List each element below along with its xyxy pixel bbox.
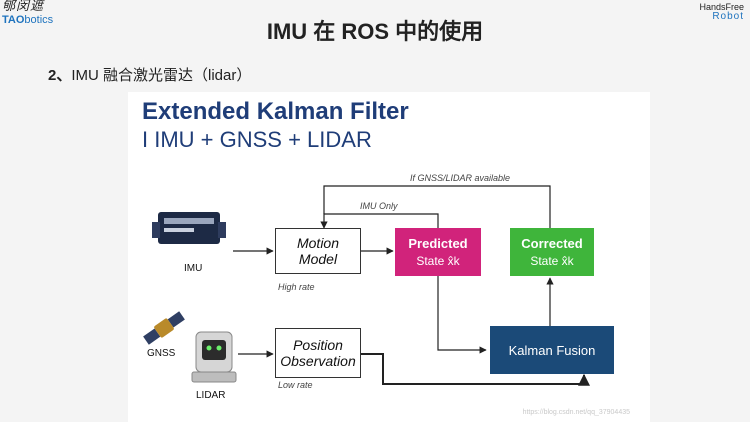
logo-chinese-text: 郇闵遮 — [2, 0, 45, 14]
diagram-subtitle: I IMU + GNSS + LIDAR — [142, 127, 372, 152]
kalman-fusion-label: Kalman Fusion — [508, 342, 596, 358]
section-text: IMU 融合激光雷达（lidar） — [71, 67, 252, 84]
position-observation-box: Position Observation — [275, 328, 361, 378]
position-observation-line2: Observation — [280, 353, 356, 369]
diagram-connectors — [143, 185, 590, 386]
handsfree-logo: HandsFree Robot — [699, 2, 744, 22]
predicted-state-heading: Predicted — [408, 236, 468, 251]
lidar-label: LIDAR — [196, 390, 226, 401]
section-number: 2、 — [48, 67, 72, 84]
predicted-state-sub: State x̂k — [416, 254, 460, 268]
gnss-satellite-icon — [143, 311, 185, 345]
motion-model-label: Motion Model — [296, 235, 340, 267]
slide-title: IMU 在 ROS 中的使用 — [266, 19, 484, 44]
imu-label: IMU — [184, 263, 203, 274]
corrected-state-box: Corrected State x̂k — [510, 228, 594, 276]
position-observation-line1: Position — [293, 337, 343, 353]
kalman-fusion-box: Kalman Fusion — [490, 326, 614, 374]
taobotics-logo: 郇闵遮 TAObotics — [2, 0, 62, 26]
imu-sensor-icon — [152, 212, 226, 244]
predicted-state-box: Predicted State x̂k — [395, 228, 481, 276]
corrected-state-sub: State x̂k — [530, 254, 574, 268]
logo-english-text: TAObotics — [2, 14, 54, 26]
diagram-title: Extended Kalman Filter — [142, 98, 409, 125]
imu-only-label: IMU Only — [360, 201, 398, 211]
motion-model-box: Motion Model — [275, 228, 361, 274]
gnss-lidar-available-label: If GNSS/LIDAR available — [410, 173, 511, 183]
lidar-device-icon — [191, 331, 237, 383]
ekf-diagram-panel: Extended Kalman Filter I IMU + GNSS + LI… — [128, 92, 650, 422]
gnss-label: GNSS — [147, 348, 176, 359]
handsfree-logo-line2: Robot — [712, 11, 744, 22]
watermark-text: https://blog.csdn.net/qq_37904435 — [522, 409, 630, 416]
handsfree-logo-line1: HandsFree — [699, 2, 744, 12]
section-heading: 2、IMU 融合激光雷达（lidar） — [48, 64, 251, 85]
high-rate-label: High rate — [278, 282, 315, 292]
corrected-state-heading: Corrected — [521, 236, 583, 251]
low-rate-label: Low rate — [278, 380, 313, 390]
